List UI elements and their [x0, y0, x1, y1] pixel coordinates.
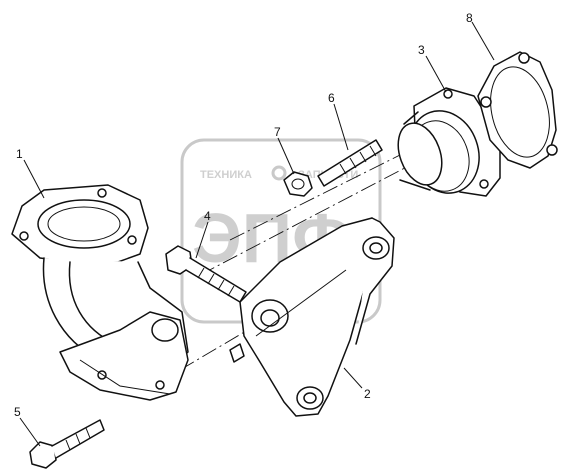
callout-6: 6 — [328, 91, 335, 105]
callout-8: 8 — [466, 11, 473, 25]
callouts: 1 2 3 4 5 6 7 8 — [14, 11, 473, 419]
part-6-stud — [317, 139, 383, 187]
part-1-exhaust-elbow — [11, 184, 189, 401]
part-2-bracket — [229, 217, 395, 417]
part-7-nut — [283, 171, 313, 197]
watermark-text-left: ТЕХНИКА — [200, 169, 252, 181]
watermark-gear-icon — [271, 165, 287, 181]
leader-lines — [19, 21, 495, 447]
part-8-gasket — [477, 51, 558, 169]
part-3-adapter-flange — [397, 87, 501, 197]
callout-7: 7 — [274, 125, 281, 139]
part-4-bolt — [165, 245, 247, 303]
callout-2: 2 — [364, 387, 371, 401]
callout-5: 5 — [14, 405, 21, 419]
callout-4: 4 — [204, 209, 211, 223]
callout-1: 1 — [16, 147, 23, 161]
part-5-bolt — [29, 419, 105, 469]
callout-3: 3 — [418, 43, 425, 57]
